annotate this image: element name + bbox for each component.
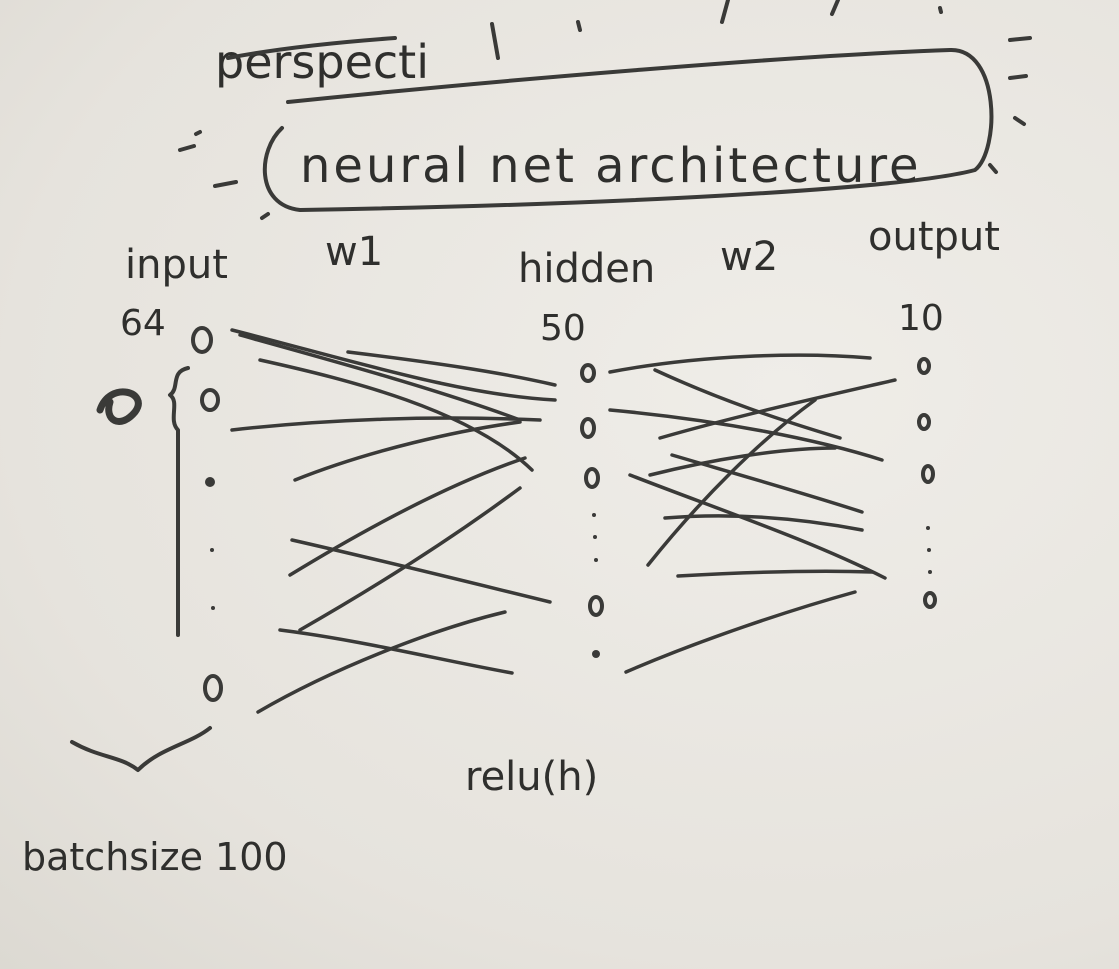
- output-node: [917, 357, 931, 375]
- w2-edge: [676, 569, 874, 578]
- ellipsis-dot: [594, 558, 598, 562]
- stray-mark: [830, 0, 840, 16]
- w1-edge: [238, 333, 522, 422]
- w1-connections: [230, 328, 557, 714]
- output-node: [917, 413, 931, 431]
- input-label: input: [125, 242, 228, 288]
- w2-edge: [608, 353, 872, 374]
- ellipsis-dot: [210, 548, 214, 552]
- w1-edge: [230, 328, 557, 402]
- output-node: [921, 464, 935, 484]
- w1-edge: [346, 350, 557, 387]
- ellipsis-dot: [926, 526, 930, 530]
- w2-edge: [658, 378, 897, 440]
- input-node: [200, 388, 220, 412]
- scribble: [96, 388, 142, 425]
- input-node: [191, 326, 213, 354]
- stray-dashes: [178, 130, 270, 220]
- ellipsis-dot: [593, 535, 597, 539]
- input-node: [205, 477, 215, 487]
- w2-edge: [646, 398, 817, 567]
- stray-mark: [720, 0, 730, 24]
- title-enclosure: [262, 47, 994, 212]
- w2-edge: [670, 453, 864, 514]
- hidden-label: hidden: [518, 246, 655, 292]
- activation-label: relu(h): [465, 754, 598, 800]
- w2-edge: [608, 408, 884, 462]
- hidden-node: [580, 363, 596, 383]
- hidden-node: [580, 417, 596, 439]
- batch-underbrace: [70, 726, 212, 772]
- ellipsis-dot: [928, 570, 932, 574]
- w1-edge: [290, 538, 552, 604]
- w1-edge: [230, 416, 542, 432]
- hidden-size: 50: [540, 308, 586, 349]
- w1-edge: [293, 420, 522, 482]
- output-label: output: [868, 214, 1000, 260]
- stray-dashes: [988, 36, 1032, 174]
- input-nodes: [191, 326, 223, 702]
- batch-brace: [168, 366, 190, 637]
- output-size: 10: [898, 298, 944, 339]
- ellipsis-dot: [211, 606, 215, 610]
- stray-mark: [490, 22, 500, 60]
- w2-connections: [608, 353, 897, 674]
- w1-edge: [298, 486, 522, 632]
- w2-edge: [663, 514, 864, 532]
- w2-edge: [648, 446, 837, 477]
- title-text: neural net architecture: [300, 138, 922, 194]
- batch-size-label: batchsize 100: [22, 835, 288, 879]
- input-node: [203, 674, 223, 702]
- w1-edge: [258, 358, 534, 472]
- w2-edge: [653, 368, 842, 440]
- output-nodes: [917, 357, 937, 609]
- input-size: 64: [120, 303, 166, 344]
- w2-edge: [624, 590, 857, 674]
- stray-mark: [576, 20, 582, 32]
- ellipsis-dot: [927, 548, 931, 552]
- w1-label: w1: [325, 229, 383, 275]
- hidden-node: [584, 467, 600, 489]
- stray-mark: [938, 6, 943, 14]
- w1-edge: [278, 628, 514, 675]
- w2-edge: [628, 473, 887, 580]
- hidden-node: [592, 650, 600, 658]
- w1-edge: [288, 456, 527, 577]
- w1-edge: [256, 610, 507, 714]
- hidden-nodes: [580, 363, 604, 658]
- ellipsis-dot: [592, 513, 596, 517]
- strikethrough-line: [226, 36, 397, 60]
- hidden-node: [588, 595, 604, 617]
- w2-label: w2: [720, 234, 778, 280]
- output-node: [923, 591, 937, 609]
